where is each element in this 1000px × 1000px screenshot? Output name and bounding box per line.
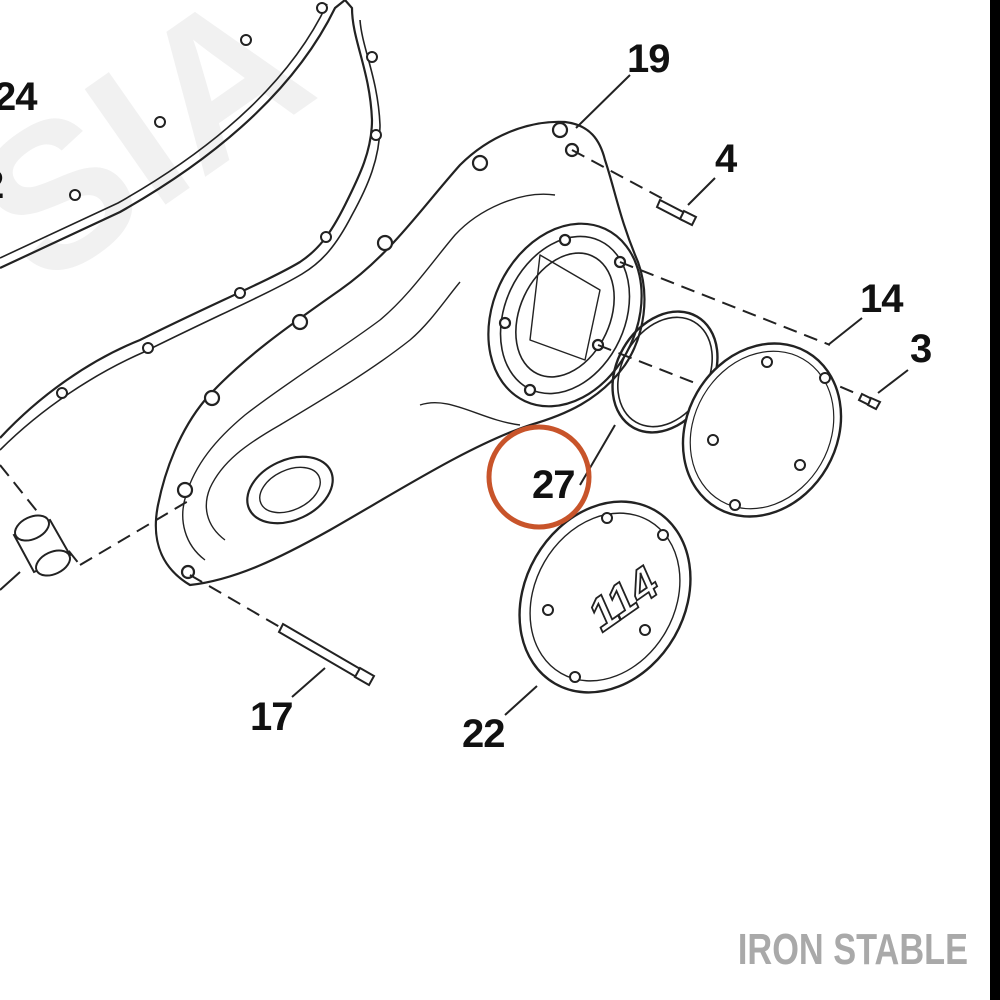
callout-22: 22 bbox=[462, 712, 505, 756]
callout-4: 4 bbox=[715, 137, 738, 181]
callout-24: 24 bbox=[0, 75, 38, 119]
bolt-4 bbox=[655, 198, 698, 227]
screw-3 bbox=[857, 392, 882, 411]
callout-27: 27 bbox=[532, 463, 575, 507]
primary-gasket-outline bbox=[0, 0, 374, 439]
primary-gasket-inner bbox=[0, 3, 381, 451]
bolt-17 bbox=[277, 622, 376, 687]
callout-19: 19 bbox=[627, 37, 670, 81]
derby-gasket-14 bbox=[681, 342, 843, 518]
callout-17: 17 bbox=[250, 695, 293, 739]
highlight-circle bbox=[486, 424, 592, 530]
callout-2: 2 bbox=[0, 163, 3, 207]
right-border bbox=[990, 0, 1000, 1000]
callout-14: 14 bbox=[860, 277, 904, 321]
derby-cover-22 bbox=[518, 500, 692, 694]
callout-3: 3 bbox=[910, 327, 931, 371]
primary-cover bbox=[154, 120, 646, 587]
gasket-bolt-holes bbox=[56, 2, 382, 399]
brand-wordmark: IRON STABLE bbox=[737, 925, 968, 974]
dowel-sleeve bbox=[12, 514, 72, 577]
leader-lines bbox=[0, 74, 909, 716]
